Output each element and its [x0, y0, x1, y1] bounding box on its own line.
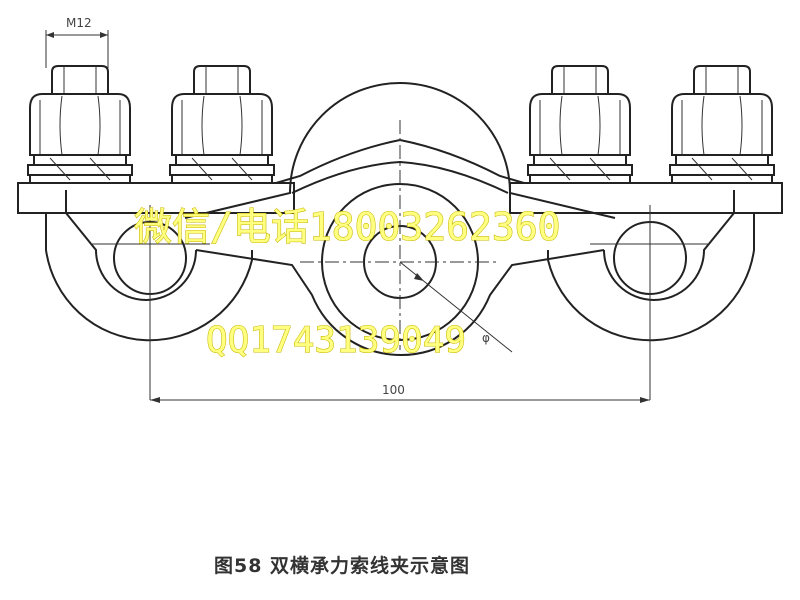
bolt-nut-1 — [27, 65, 133, 184]
bolt-nut-group — [27, 65, 775, 184]
watermark: 微信/电话18003262360 QQ1743139049 — [133, 204, 561, 361]
bolt-nut-2 — [169, 65, 275, 184]
bolt-size-label: M12 — [66, 16, 92, 30]
hole-diameter-label: φ — [482, 331, 490, 345]
figure-caption: 图58 双横承力索线夹示意图 — [214, 554, 470, 577]
m12-dimension: M12 — [45, 16, 109, 68]
bolt-nut-3 — [527, 65, 633, 184]
bolt-nut-4 — [669, 65, 775, 184]
watermark-qq: QQ1743139049 — [206, 320, 466, 361]
watermark-phone: 微信/电话18003262360 — [134, 205, 561, 249]
hole-diameter-leader: φ — [399, 261, 513, 353]
width-dimension-label: 100 — [382, 383, 405, 397]
width-dimension: 100 — [150, 383, 650, 403]
base-plate — [17, 182, 783, 214]
